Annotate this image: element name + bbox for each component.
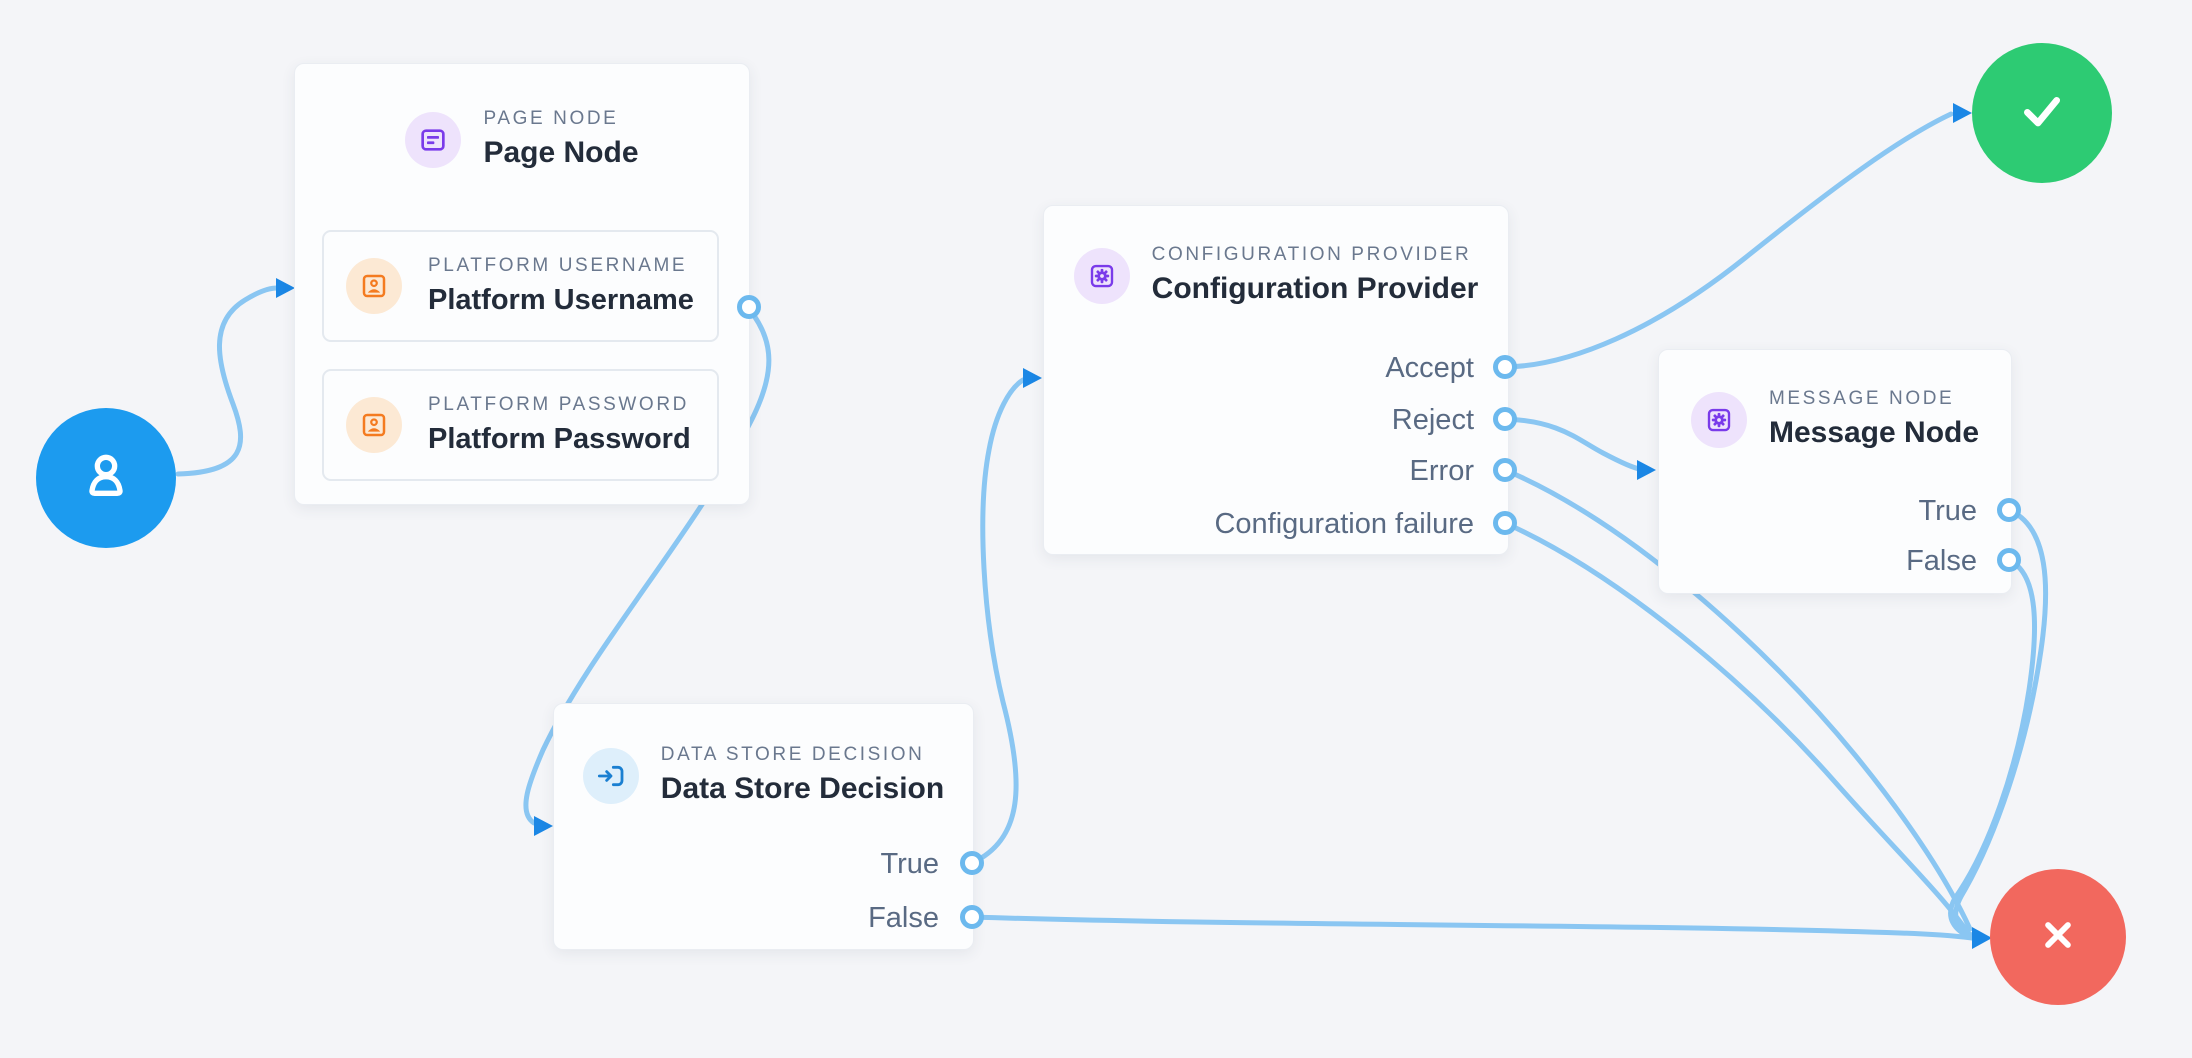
node-data-store-decision[interactable]: DATA STORE DECISION Data Store Decision … <box>553 703 974 950</box>
field-platform-password[interactable]: PLATFORM PASSWORD Platform Password <box>322 369 719 481</box>
output-row-reject: Reject <box>1392 400 1474 440</box>
arrowhead-into-page-node <box>276 278 295 298</box>
field-type-label: PLATFORM PASSWORD <box>428 393 689 415</box>
output-row-true: True <box>1918 491 1977 531</box>
output-label: False <box>1906 545 1977 577</box>
contact-card-icon <box>346 258 402 314</box>
port-message-true[interactable] <box>1997 498 2021 522</box>
port-page-username-output[interactable] <box>737 295 761 319</box>
field-type-label: PLATFORM USERNAME <box>428 254 688 276</box>
output-row-error: Error <box>1410 451 1474 491</box>
node-type-label: DATA STORE DECISION <box>660 744 925 765</box>
contact-card-icon <box>346 397 402 453</box>
edge-datastore-false-to-failure[interactable] <box>969 914 1975 941</box>
port-config-accept[interactable] <box>1493 355 1517 379</box>
edge-messagetrue-to-failure[interactable] <box>1953 507 2049 940</box>
edge-start-to-page-node[interactable] <box>175 285 280 477</box>
output-row-false: False <box>1906 541 1977 581</box>
arrowhead-into-data-store <box>534 816 553 836</box>
x-icon <box>2030 907 2086 968</box>
output-row-true: True <box>880 844 939 884</box>
output-label: Configuration failure <box>1214 508 1474 540</box>
port-config-reject[interactable] <box>1493 407 1517 431</box>
node-title: Data Store Decision <box>660 772 945 805</box>
edge-configfailure-to-failure[interactable] <box>1502 520 1971 936</box>
node-title: Page Node <box>483 136 639 169</box>
arrowhead-into-failure <box>1972 927 1992 949</box>
check-icon <box>2010 79 2074 148</box>
node-type-label: PAGE NODE <box>483 108 619 129</box>
node-data-store-header: DATA STORE DECISION Data Store Decision <box>554 744 973 807</box>
arrowhead-into-message-node <box>1637 460 1656 480</box>
node-type-label: CONFIGURATION PROVIDER <box>1151 244 1472 265</box>
port-datastore-true[interactable] <box>960 851 984 875</box>
node-page-header: PAGE NODE Page Node <box>295 108 749 171</box>
port-config-error[interactable] <box>1493 458 1517 482</box>
output-row-false: False <box>868 898 939 938</box>
port-config-failure[interactable] <box>1493 511 1517 535</box>
failure-end-node[interactable] <box>1990 869 2126 1005</box>
output-label: True <box>1918 495 1977 527</box>
edge-username-to-data-store[interactable] <box>523 306 772 826</box>
node-title: Message Node <box>1768 416 1980 449</box>
node-config-provider-header: CONFIGURATION PROVIDER Configuration Pro… <box>1044 244 1508 307</box>
output-label: Accept <box>1385 352 1474 384</box>
output-row-accept: Accept <box>1385 348 1474 388</box>
arrowhead-into-config-provider <box>1023 368 1042 388</box>
node-message-header: MESSAGE NODE Message Node <box>1659 388 2011 451</box>
output-row-configuration-failure: Configuration failure <box>1214 504 1474 544</box>
output-label: True <box>880 848 939 880</box>
output-label: Reject <box>1391 404 1474 436</box>
gear-icon <box>1690 391 1747 448</box>
node-page[interactable]: PAGE NODE Page Node PLATFORM USERNAME Pl… <box>294 63 750 505</box>
output-label: False <box>868 902 939 934</box>
port-datastore-false[interactable] <box>960 905 984 929</box>
enter-icon <box>582 747 639 804</box>
page-icon <box>405 111 462 168</box>
edge-messagefalse-to-failure[interactable] <box>1948 557 2038 941</box>
node-title: Configuration Provider <box>1151 272 1479 305</box>
success-end-node[interactable] <box>1972 43 2112 183</box>
edge-accept-to-success[interactable] <box>1502 111 1954 370</box>
start-node[interactable] <box>36 408 176 548</box>
node-message[interactable]: MESSAGE NODE Message Node True False <box>1658 349 2012 594</box>
port-message-false[interactable] <box>1997 548 2021 572</box>
field-title: Platform Username <box>428 283 694 316</box>
gear-icon <box>1073 247 1130 304</box>
edge-reject-to-message-node[interactable] <box>1502 416 1643 472</box>
node-type-label: MESSAGE NODE <box>1768 388 1955 409</box>
output-label: Error <box>1409 455 1474 487</box>
node-configuration-provider[interactable]: CONFIGURATION PROVIDER Configuration Pro… <box>1043 205 1509 555</box>
edge-datastore-true-to-config-provider[interactable] <box>969 377 1026 866</box>
field-title: Platform Password <box>428 422 691 455</box>
arrowhead-into-success <box>1953 103 1972 123</box>
edge-error-to-failure[interactable] <box>1502 467 1973 932</box>
person-icon <box>74 444 138 513</box>
field-platform-username[interactable]: PLATFORM USERNAME Platform Username <box>322 230 719 342</box>
